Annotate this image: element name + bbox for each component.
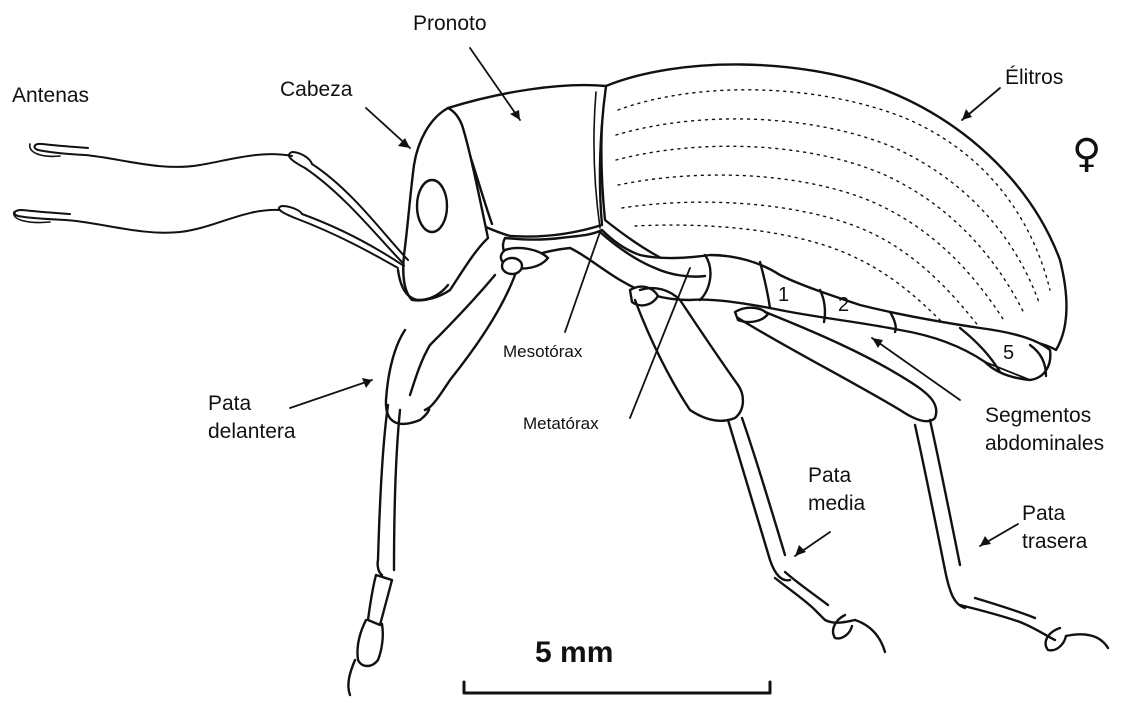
pata-delantera-leader	[290, 380, 372, 408]
label-pata-delantera-line2: delantera	[208, 420, 296, 444]
label-pata-media-line2: media	[808, 492, 865, 516]
label-pronoto: Pronoto	[413, 12, 487, 36]
label-mesotorax: Mesotórax	[503, 342, 582, 361]
label-metatorax: Metatórax	[523, 414, 599, 433]
label-elitros: Élitros	[1005, 66, 1063, 90]
segment-number-2: 2	[838, 294, 849, 317]
label-pata-trasera-line1: Pata	[1022, 502, 1065, 526]
label-segmentos-line1: Segmentos	[985, 404, 1091, 428]
label-cabeza: Cabeza	[280, 78, 352, 102]
label-segmentos-line2: abdominales	[985, 432, 1104, 456]
antennae	[14, 144, 408, 268]
label-antenas: Antenas	[12, 84, 89, 108]
label-pata-delantera-line1: Pata	[208, 392, 251, 416]
scale-bar	[464, 682, 770, 693]
hind-leg	[735, 308, 1108, 651]
label-scale: 5 mm	[535, 636, 613, 670]
segmentos-leader	[872, 338, 960, 400]
female-symbol: ♀	[1072, 132, 1101, 177]
segment-number-1: 1	[778, 284, 789, 307]
segment-number-5: 5	[1003, 342, 1014, 365]
label-pata-trasera-line2: trasera	[1022, 530, 1087, 554]
front-leg	[348, 248, 548, 695]
label-pata-media-line1: Pata	[808, 464, 851, 488]
